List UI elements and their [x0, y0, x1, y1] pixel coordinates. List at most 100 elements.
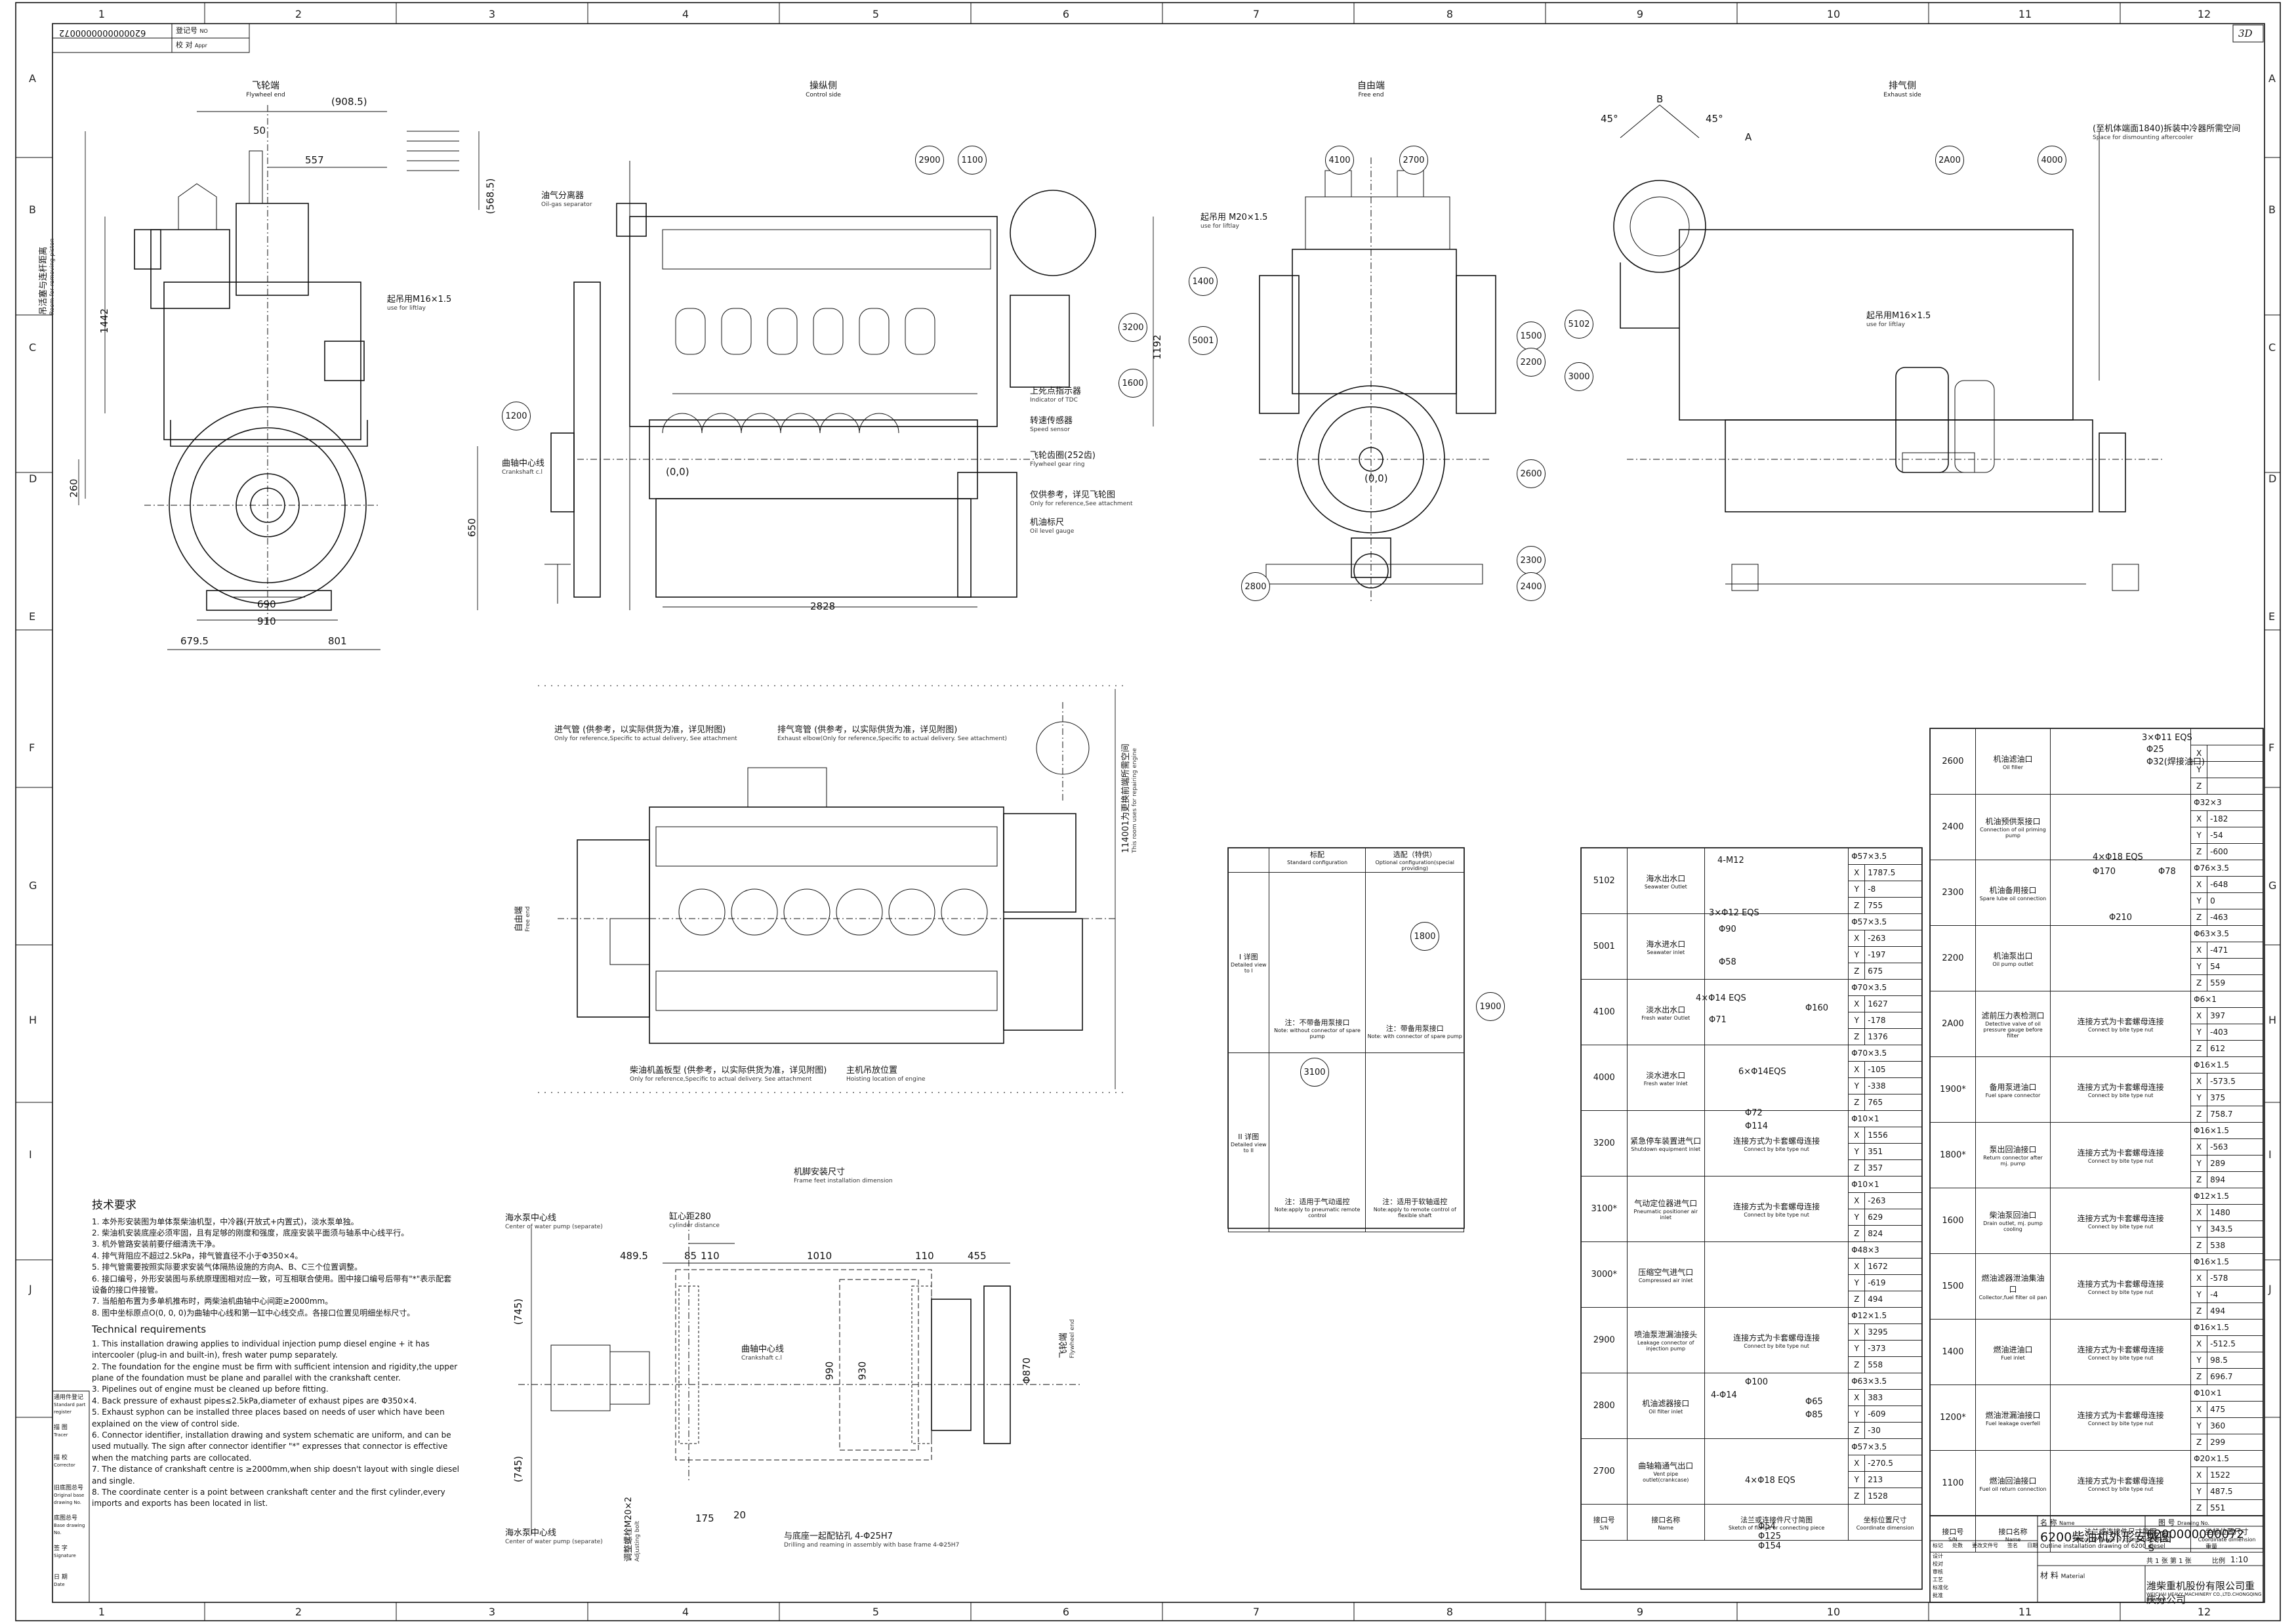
connection-code: 1600 — [1930, 1188, 1976, 1254]
coord-value-x — [2207, 745, 2263, 762]
title-drawing-no-label: 图 号 Drawing No. — [2158, 1518, 2210, 1527]
coord-diameter: Φ12×1.5 — [2191, 1188, 2263, 1205]
coord-value-x: 1627 — [1864, 995, 1921, 1012]
grid-col: 5 — [872, 8, 880, 20]
coord-row: Y-403 — [2191, 1024, 2263, 1041]
grid-col: 2 — [295, 8, 302, 20]
bubble-2700: 2700 — [1399, 146, 1428, 175]
dim-20: 20 — [733, 1509, 747, 1521]
coord-value-y: -4 — [2207, 1286, 2263, 1303]
connection-name-cn: 燃油泄漏油接口 — [1985, 1410, 2041, 1420]
tech-item-en: 1. This installation drawing applies to … — [92, 1339, 430, 1360]
grid-col: 10 — [1826, 1606, 1841, 1618]
bubble-2600: 2600 — [1517, 459, 1546, 488]
coord-row: Φ63×3.5 — [1849, 1373, 1921, 1390]
dim-1442: 1442 — [98, 308, 111, 334]
coord-axis: Z — [2191, 1499, 2208, 1516]
bubble-1500: 1500 — [1517, 322, 1546, 350]
coord-axis: Z — [1849, 963, 1866, 979]
check-label: 校 对 Appr — [176, 41, 207, 49]
coord-value-y: -609 — [1864, 1405, 1921, 1423]
coord-value-y: -403 — [2207, 1024, 2263, 1041]
dim-650: 650 — [466, 518, 478, 537]
coord-value-x: -263 — [1864, 1192, 1921, 1209]
coord-row: Φ16×1.5 — [2191, 1254, 2263, 1270]
coord-axis: Z — [2191, 1040, 2208, 1056]
connection-name-en: Oil filler — [2003, 764, 2023, 770]
coord-axis: Y — [2191, 827, 2208, 844]
title-stage: S — [2148, 1543, 2158, 1554]
connection-mode-en: Connect by bite type nut — [1744, 1146, 1809, 1152]
grid-row: D — [2268, 472, 2277, 485]
grid-col: 4 — [682, 1606, 689, 1618]
coord-row: Φ57×3.5 — [1849, 914, 1921, 930]
connection-code: 4100 — [1581, 979, 1628, 1045]
coord-axis: X — [1849, 1192, 1866, 1209]
dim-b: B — [1656, 93, 1664, 105]
bubble-1200: 1200 — [502, 402, 531, 430]
coord-axis: Y — [2191, 1417, 2208, 1434]
connection-name-en: Vent pipe outlet(crankcase) — [1643, 1471, 1689, 1483]
coord-axis: X — [2191, 1073, 2208, 1090]
coord-value-z: 551 — [2210, 1503, 2226, 1512]
coord-axis: X — [2191, 1204, 2208, 1221]
label-gear-ring: 飞轮齿圈(252齿)Flywheel gear ring — [1030, 451, 1096, 468]
flange-note-2800-c: Φ65 — [1805, 1397, 1823, 1407]
title-rows: 设计校对审核工艺标准化批准 — [1933, 1553, 1948, 1598]
view-top — [538, 685, 1128, 1093]
coord-diameter: Φ6×1 — [2191, 991, 2263, 1008]
coord-axis: Y — [1849, 946, 1866, 963]
connection-name-cn: 机油泵出口 — [1993, 951, 2033, 961]
coord-value-z: -600 — [2210, 847, 2228, 856]
coord-value-y: -178 — [1864, 1012, 1921, 1029]
coord-value-x: 1522 — [2207, 1467, 2263, 1484]
dim-origin-free: (0,0) — [1364, 472, 1388, 484]
coord-value-y: -8 — [1864, 881, 1921, 898]
connection-name-cn: 机油备用接口 — [1989, 885, 2037, 895]
bubble-2900: 2900 — [915, 146, 944, 175]
coord-axis: Z — [2191, 1237, 2208, 1253]
grid-row: F — [2268, 741, 2275, 754]
corner-badge-box — [2232, 24, 2264, 43]
grid-row: B — [2268, 203, 2276, 216]
coord-row: Φ48×3 — [1849, 1242, 1921, 1259]
flange-note-2400-b: Φ25 — [2146, 745, 2164, 755]
tech-item-en: 4. Back pressure of exhaust pipes≤2.5kPa… — [92, 1396, 417, 1405]
coord-row: Φ16×1.5 — [2191, 1320, 2263, 1336]
connection-code: 5102 — [1581, 848, 1628, 914]
coord-axis: Z — [2191, 1171, 2208, 1188]
coord-axis: X — [1849, 1061, 1866, 1078]
connection-name-cn: 燃油进油口 — [1993, 1344, 2033, 1354]
connection-mode-cn: 连接方式为卡套螺母连接 — [2077, 1016, 2164, 1026]
coord-value-z: 765 — [1868, 1098, 1883, 1107]
dim-745-a: (745) — [512, 1298, 525, 1325]
title-material-label: 材 料 Material — [2040, 1571, 2085, 1580]
dim-a: A — [1745, 131, 1752, 143]
connection-mode-en: Connect by bite type nut — [2087, 1354, 2154, 1361]
coord-axis: Y — [1849, 1209, 1866, 1226]
grid-col: 1 — [98, 1606, 106, 1618]
bubble-2300: 2300 — [1517, 546, 1546, 575]
